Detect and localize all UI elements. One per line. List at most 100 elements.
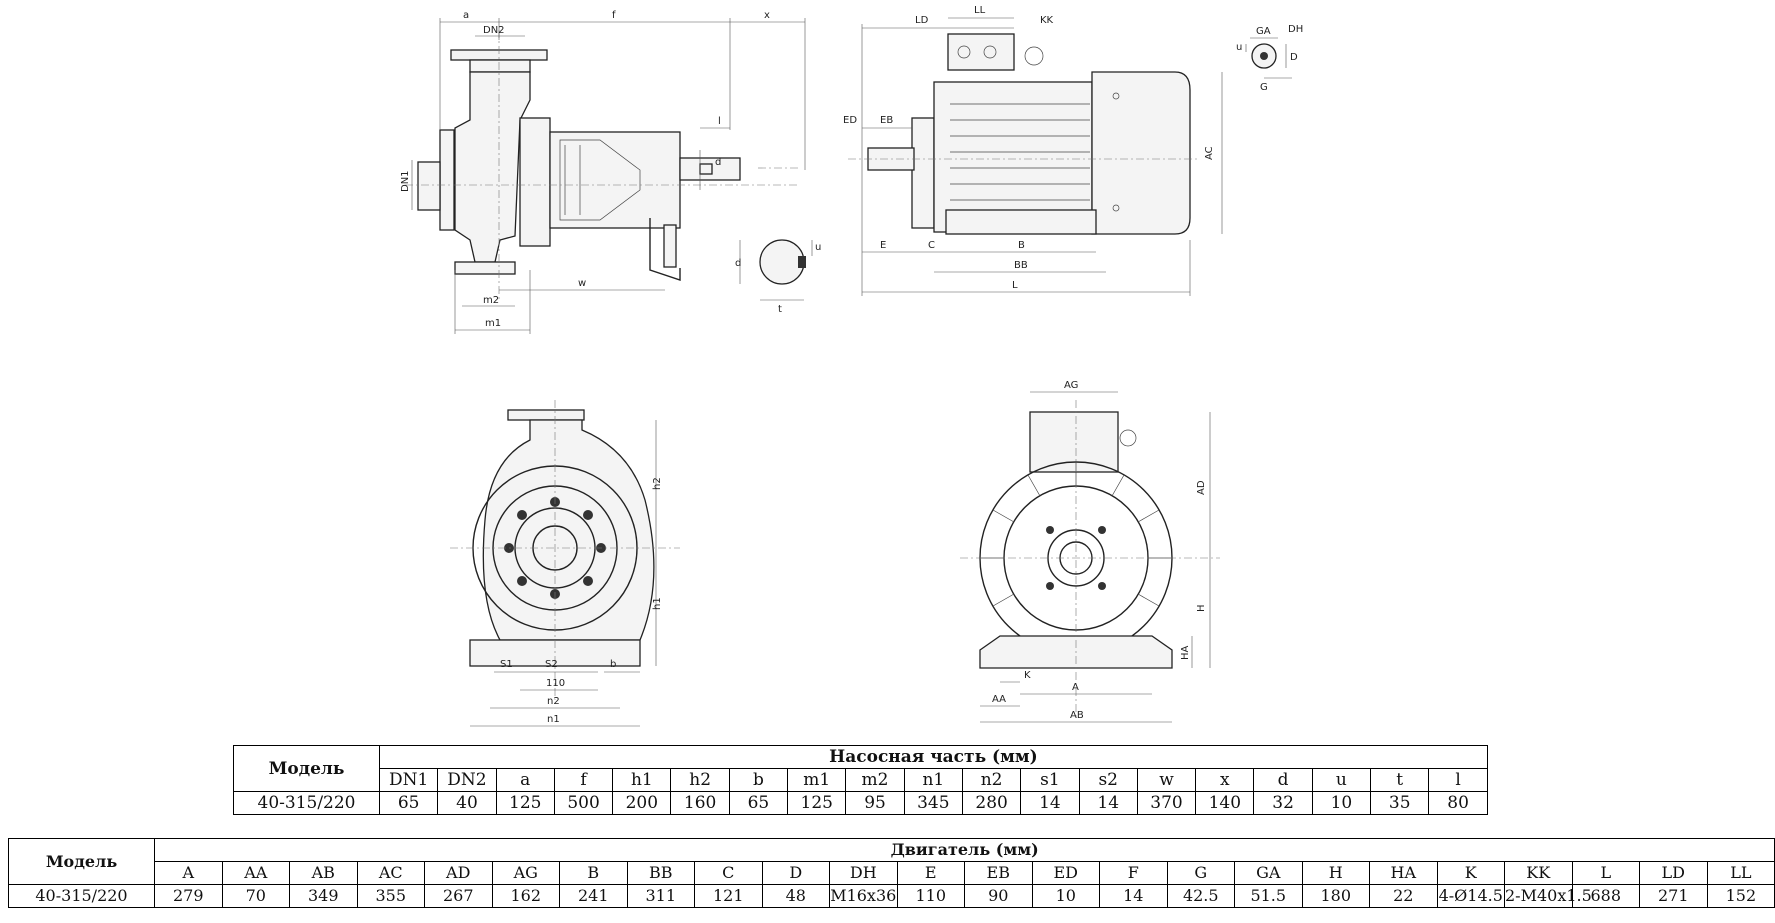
- motor-value-cell: 70: [221, 884, 290, 908]
- motor-value-cell: 48: [761, 884, 830, 908]
- pump-value-cell: 200: [612, 791, 672, 815]
- motor-group-header: Двигатель (мм): [153, 838, 1775, 862]
- svg-text:AA: AA: [992, 694, 1006, 705]
- pump-col-header: f: [553, 768, 614, 792]
- pump-value-cell: 10: [1311, 791, 1372, 815]
- svg-text:K: K: [1024, 670, 1031, 681]
- svg-text:m1: m1: [485, 318, 501, 329]
- svg-text:ED: ED: [843, 115, 857, 126]
- svg-text:S1: S1: [500, 659, 513, 670]
- motor-col-header: F: [1099, 861, 1168, 885]
- svg-text:L: L: [1012, 280, 1018, 291]
- pump-column-headers: DN1 DN2 a f h1 h2 b m1 m2 n1 n2 s1 s2 w …: [234, 768, 1488, 792]
- svg-text:n2: n2: [547, 696, 560, 707]
- pump-col-header: u: [1311, 768, 1372, 792]
- svg-text:C: C: [928, 240, 935, 251]
- motor-col-header: BB: [626, 861, 695, 885]
- motor-col-header: L: [1571, 861, 1640, 885]
- pump-col-header: b: [728, 768, 789, 792]
- pump-value-cell: 65: [378, 791, 439, 815]
- pump-col-header: h2: [670, 768, 730, 792]
- pump-col-header: d: [1253, 768, 1313, 792]
- svg-text:E: E: [880, 240, 886, 251]
- svg-text:S2: S2: [545, 659, 558, 670]
- svg-text:AB: AB: [1070, 710, 1084, 721]
- pump-value-cell: 35: [1370, 791, 1430, 815]
- pump-front-view: h2 h1 S1 S2 110 b n2 n1: [450, 400, 680, 727]
- pump-value-cell: 500: [553, 791, 614, 815]
- pump-value-cell: 345: [903, 791, 963, 815]
- pump-col-header: m1: [787, 768, 847, 792]
- pump-col-header: a: [495, 768, 555, 792]
- svg-text:h1: h1: [652, 597, 663, 610]
- pump-value-cell: 80: [1428, 791, 1488, 815]
- pump-side-view: a DN2 f x DN1 l d w m2 m1: [400, 10, 806, 334]
- pump-value-cell: 40: [437, 791, 497, 815]
- svg-text:DH: DH: [1288, 24, 1303, 35]
- svg-text:HA: HA: [1180, 645, 1191, 660]
- motor-value-cell: 42.5: [1166, 884, 1235, 908]
- pump-col-header: DN2: [437, 768, 497, 792]
- motor-col-header: B: [559, 861, 628, 885]
- svg-text:u: u: [815, 242, 821, 253]
- svg-text:n1: n1: [547, 714, 560, 725]
- svg-text:x: x: [764, 10, 770, 21]
- motor-col-header: D: [761, 861, 830, 885]
- motor-side-view: LD LL KK ED EB AC E C B BB L: [843, 5, 1223, 296]
- pump-col-header: x: [1195, 768, 1255, 792]
- motor-model-header: Модель: [8, 838, 155, 885]
- pump-value-cell: 160: [670, 791, 730, 815]
- svg-text:G: G: [1260, 82, 1268, 93]
- pump-col-header: n2: [961, 768, 1022, 792]
- motor-col-header: HA: [1369, 861, 1438, 885]
- svg-text:KK: KK: [1040, 15, 1054, 26]
- table-row: 40-315/220 65 40 125 500 200 160 65 125 …: [233, 791, 1488, 815]
- svg-text:w: w: [578, 278, 586, 289]
- table-row: 40-315/220 279 70 349 355 267 162 241 31…: [8, 884, 1775, 908]
- motor-value-cell: 152: [1706, 884, 1775, 908]
- motor-value-cell: 51.5: [1234, 884, 1303, 908]
- motor-value-cell: 22: [1369, 884, 1438, 908]
- svg-text:DN2: DN2: [483, 25, 505, 36]
- svg-text:LL: LL: [974, 5, 986, 16]
- svg-text:H: H: [1196, 604, 1207, 612]
- motor-value-cell: 2-M40x1.5: [1504, 884, 1592, 908]
- pump-value-cell: 370: [1136, 791, 1197, 815]
- svg-text:f: f: [612, 10, 616, 21]
- motor-col-header: ED: [1031, 861, 1100, 885]
- motor-value-cell: 311: [626, 884, 695, 908]
- svg-text:EB: EB: [880, 115, 893, 126]
- motor-col-header: AG: [491, 861, 560, 885]
- pump-col-header: s2: [1078, 768, 1138, 792]
- svg-text:AC: AC: [1204, 146, 1215, 160]
- motor-col-header: AA: [221, 861, 290, 885]
- svg-text:t: t: [778, 304, 782, 315]
- pump-value-cell: 14: [1020, 791, 1080, 815]
- motor-col-header: E: [896, 861, 965, 885]
- pump-model-header: Модель: [233, 745, 380, 792]
- svg-text:d: d: [735, 258, 741, 269]
- svg-text:m2: m2: [483, 295, 499, 306]
- motor-col-header: A: [154, 861, 223, 885]
- svg-text:h2: h2: [652, 477, 663, 490]
- svg-text:d: d: [715, 157, 721, 168]
- svg-text:D: D: [1290, 52, 1298, 63]
- pump-col-header: t: [1370, 768, 1430, 792]
- svg-text:LD: LD: [915, 15, 929, 26]
- motor-value-cell: 90: [964, 884, 1033, 908]
- pump-col-header: DN1: [378, 768, 439, 792]
- svg-text:BB: BB: [1014, 260, 1028, 271]
- pump-group-header: Насосная часть (мм): [379, 745, 1488, 769]
- motor-col-header: LD: [1639, 861, 1708, 885]
- motor-col-header: LL: [1706, 861, 1775, 885]
- pump-value-cell: 14: [1078, 791, 1138, 815]
- motor-value-cell: 688: [1571, 884, 1640, 908]
- pump-col-header: w: [1136, 768, 1197, 792]
- motor-col-header: AD: [424, 861, 493, 885]
- motor-front-view: AG AD H HA K A AA AB: [960, 380, 1220, 723]
- motor-value-cell: 349: [289, 884, 358, 908]
- pump-col-header: m2: [845, 768, 905, 792]
- motor-value-cell: M16x36: [829, 884, 898, 908]
- pump-value-cell: 125: [787, 791, 847, 815]
- motor-value-cell: 355: [356, 884, 425, 908]
